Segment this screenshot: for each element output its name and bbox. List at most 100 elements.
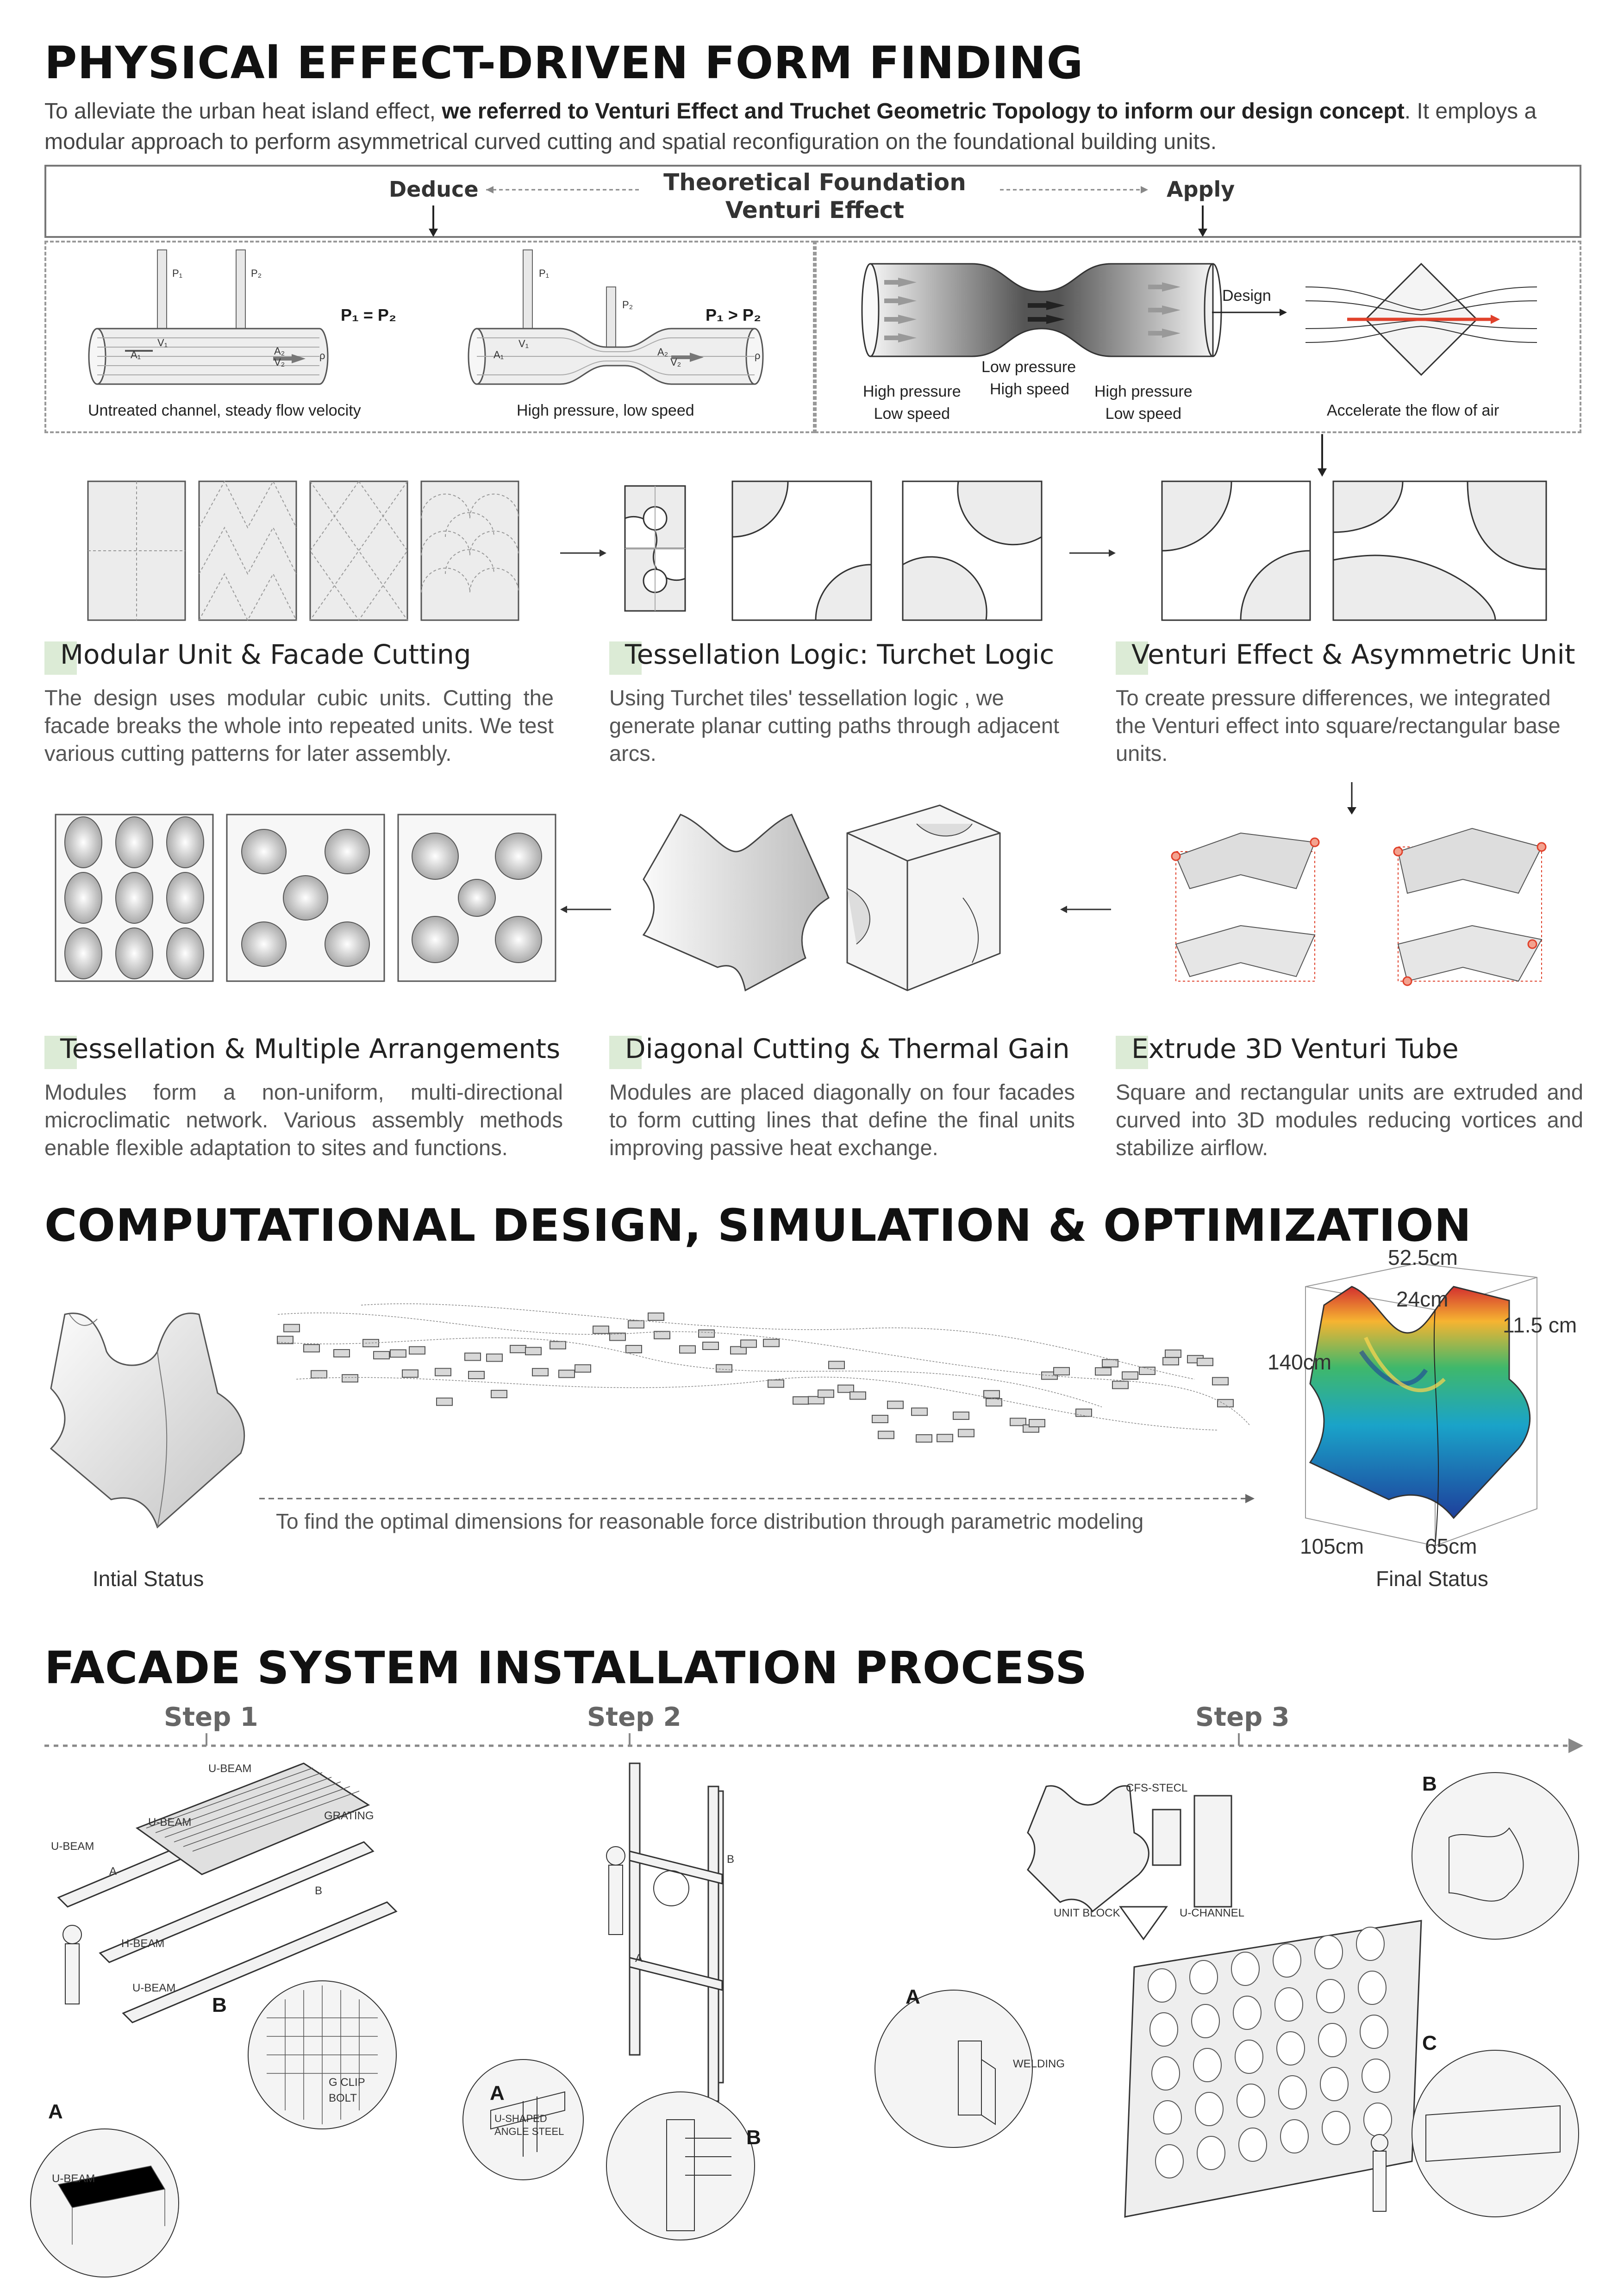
dim-top: 52.5cm [1388,1245,1458,1269]
facade-opening [1320,2067,1349,2101]
venturi-pipe-diagram [468,249,764,385]
facade-opening [1358,1971,1387,2005]
step1-ubeam1: U-BEAM [208,1762,252,1775]
grasshopper-node [532,1368,549,1376]
grasshopper-node [730,1346,747,1355]
grasshopper-node [373,1351,390,1360]
step3-cfs: CFS-STECL [1126,1782,1188,1794]
grasshopper-node [525,1347,542,1356]
grasshopper-node [818,1389,834,1398]
grasshopper-node [716,1364,732,1373]
facade-opening [1197,2136,1225,2170]
facade-opening [1322,2111,1350,2145]
grasshopper-node [763,1338,780,1347]
grasshopper-node [464,1352,481,1361]
step1-text: The design uses modular cubic units. Cut… [44,685,554,765]
grasshopper-node [1122,1371,1138,1380]
parametric-arrow [259,1494,1255,1503]
facade-opening [1356,1927,1385,1961]
foundation-header [44,165,1581,238]
step1-detail-b: B [212,1994,227,2016]
accelerate-flow-diagram [1305,262,1537,376]
facade-opening [1195,2092,1224,2126]
install-step3-drawing [874,1772,1579,2218]
step2-detail-b: B [746,2126,761,2149]
grasshopper-node [768,1379,784,1388]
step1-detail-a: A [48,2100,63,2123]
grasshopper-node [409,1346,425,1355]
facade-opening [1149,2012,1178,2047]
facade-opening [1362,2059,1390,2093]
grasshopper-node [491,1390,507,1399]
grasshopper-node [654,1331,670,1339]
venturi-right-panel [815,241,1581,433]
step2-title: Tessellation Logic: Turchet Logic [609,639,1054,675]
initial-status-label: Intial Status [93,1567,204,1591]
grasshopper-node [916,1434,932,1443]
step2-detail-a: A [490,2082,505,2104]
grasshopper-node [390,1349,406,1358]
facade-opening [1274,1987,1303,2022]
facade-opening [1316,1979,1345,2013]
facade-opening [1231,1952,1260,1986]
final-status-label: Final Status [1376,1567,1488,1591]
grasshopper-node [593,1325,609,1334]
facade-opening [1193,2048,1222,2082]
step1-detail-ubeam: U-BEAM [52,2172,95,2185]
arrow-row2-b [1060,906,1111,913]
facade-opening [1189,1960,1218,1994]
install-step1-label: Step 1 [164,1702,258,1732]
initial-status-model [50,1313,245,1529]
step3-welding: WELDING [1013,2058,1065,2070]
grasshopper-node [1053,1367,1070,1375]
straight-pipe-diagram [88,249,329,385]
grasshopper-node [953,1411,969,1420]
pipe1-equation: P₁ = P₂ [341,305,396,324]
step6-text: Square and rectangular units are extrude… [1116,1080,1583,1160]
grasshopper-node [628,1320,644,1329]
pipe2-a2: A₂ [657,346,668,358]
pipe2-rho: ρ [755,350,761,361]
grasshopper-node [1010,1418,1026,1426]
venturi-tube-extrusion [1171,828,1547,986]
accelerate-caption: Accelerate the flow of air [1327,402,1499,419]
step3-text: To create pressure differences, we integ… [1116,685,1561,765]
step1-a: A [109,1865,117,1878]
grasshopper-node [878,1431,894,1439]
venturi-tube-graphic [861,263,1222,357]
facade-opening [1363,2103,1392,2137]
install-step3-label: Step 3 [1195,1702,1290,1732]
grasshopper-node [333,1349,350,1358]
grasshopper-node [283,1324,300,1332]
pipe1-p1: P₁ [172,268,183,279]
grasshopper-node [486,1353,503,1362]
step3-unit-block: UNIT BLOCK [1054,1907,1120,1919]
facade-opening [1360,2015,1388,2049]
parametric-caption: To find the optimal dimensions for reaso… [276,1509,1144,1533]
step6-title: Extrude 3D Venturi Tube [1116,1033,1459,1069]
design-label: Design [1222,287,1271,305]
grasshopper-node [550,1341,566,1350]
step3-detail-c: C [1422,2032,1437,2054]
facade-opening [1235,2040,1263,2074]
install-step1-drawing [30,1762,398,2277]
grasshopper-node [1112,1381,1129,1389]
truchet-tiles [624,480,1043,621]
pipe1-rho: ρ [319,350,325,361]
grasshopper-node [698,1329,715,1338]
pipe2-p2: P₂ [622,299,633,311]
step5-title: Diagonal Cutting & Thermal Gain [609,1033,1070,1069]
grasshopper-node [303,1344,320,1353]
step4-title: Tessellation & Multiple Arrangements [44,1033,560,1069]
design-arrow [1212,309,1287,316]
pipe2-v1: V₁ [518,338,529,349]
grasshopper-node [808,1396,824,1405]
deduce-label: Deduce [389,177,479,202]
pipe1-a1: A₁ [131,349,141,361]
grasshopper-node [1212,1377,1229,1386]
grasshopper-node [849,1391,866,1400]
facade-opening [1280,2119,1309,2153]
step2-b: B [727,1853,735,1866]
venturi-left-panel [44,241,815,433]
